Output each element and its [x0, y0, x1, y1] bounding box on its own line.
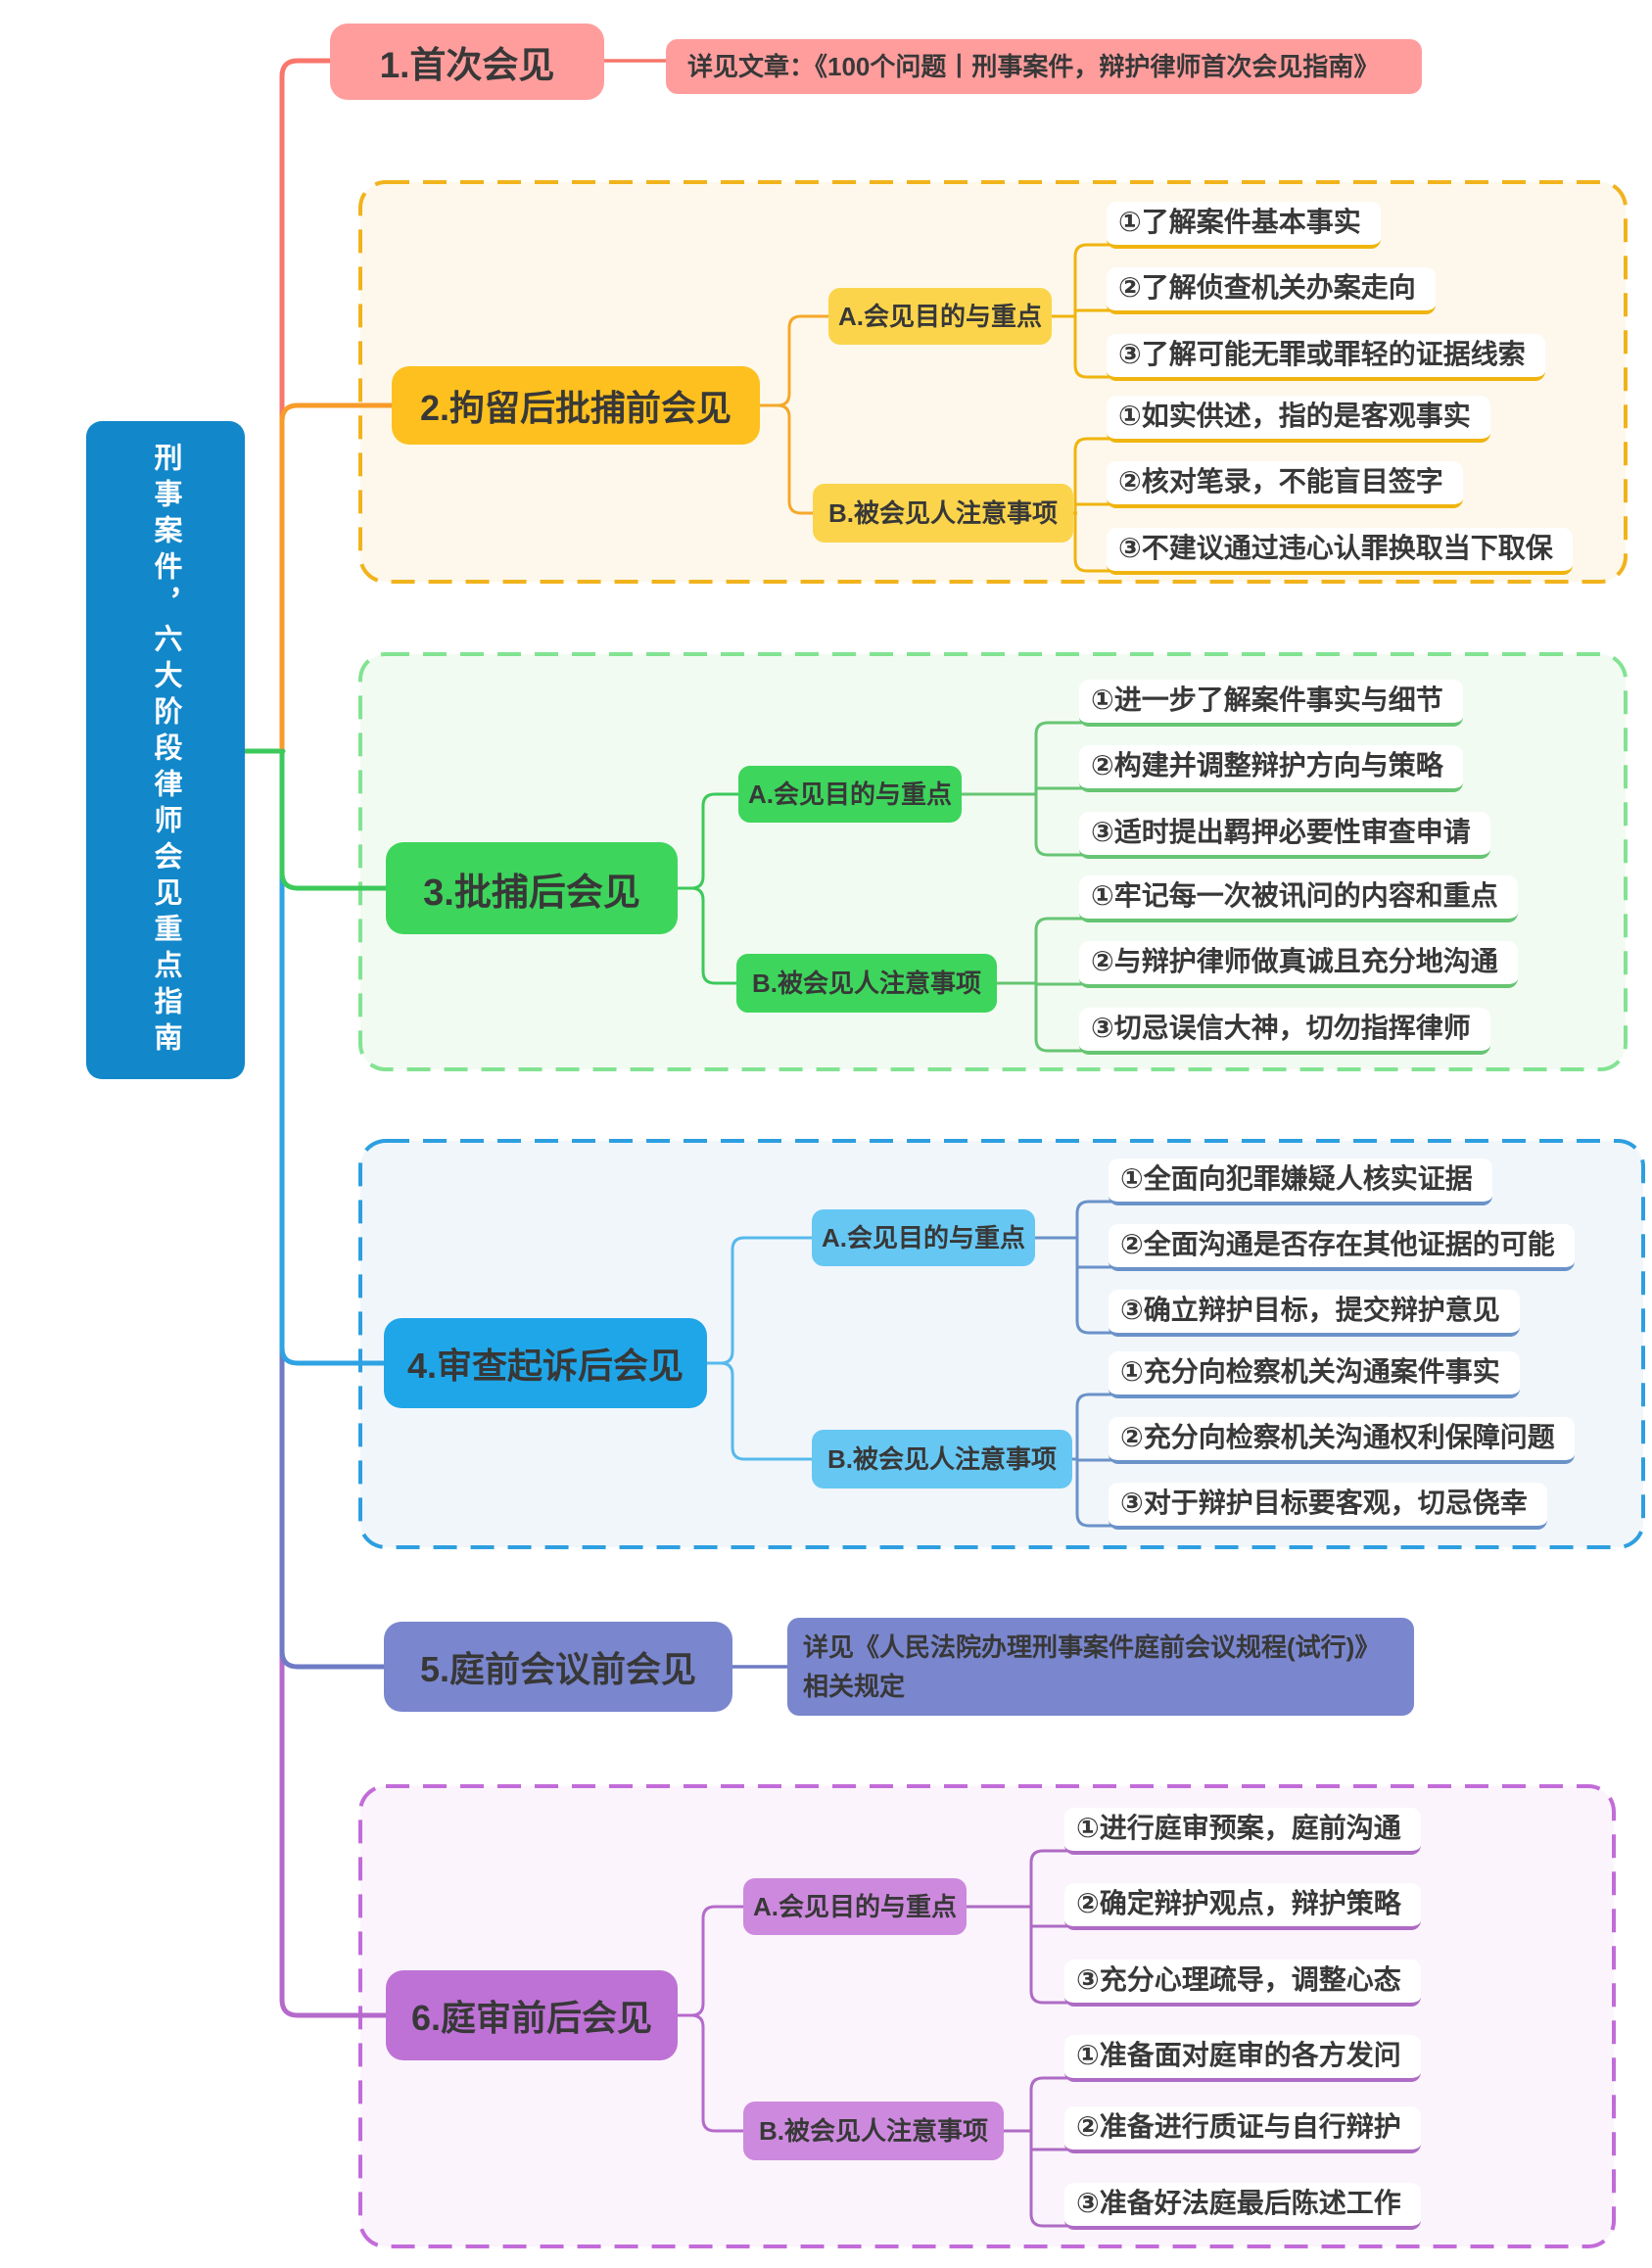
leaf-item[interactable]: ①了解案件基本事实 [1107, 202, 1381, 249]
connectors-branch6-leaves [967, 1849, 1070, 2228]
leaf-item[interactable]: ③准备好法庭最后陈述工作 [1064, 2183, 1421, 2230]
section-branch4-notes[interactable]: B.被会见人注意事项 [812, 1430, 1072, 1488]
leaf-item[interactable]: ②充分向检察机关沟通权利保障问题 [1109, 1417, 1575, 1464]
note-pretrial-conference[interactable]: 详见《人民法院办理刑事案件庭前会议规程(试行)》相关规定 [787, 1618, 1414, 1716]
connectors-branch2-leaves [1052, 243, 1112, 573]
branch-node-post-indictment-meeting[interactable]: 4.审查起诉后会见 [384, 1318, 707, 1408]
section-branch6-purpose[interactable]: A.会见目的与重点 [743, 1878, 967, 1935]
connectors-branch3-leaves [962, 721, 1085, 1053]
connectors-branch4-sections [707, 1236, 812, 1461]
note-first-meeting[interactable]: 详见文章：《100个问题丨刑事案件，辩护律师首次会见指南》 [666, 39, 1422, 94]
leaf-item[interactable]: ②确定辩护观点，辩护策略 [1064, 1883, 1421, 1930]
connectors-branch6-sections [678, 1905, 743, 2133]
leaf-item[interactable]: ②了解侦查机关办案走向 [1107, 267, 1436, 314]
leaf-item[interactable]: ①进行庭审预案，庭前沟通 [1064, 1808, 1421, 1855]
connectors-branch2-sections [760, 314, 828, 515]
leaf-item[interactable]: ③适时提出羁押必要性审查申请 [1079, 812, 1490, 859]
leaf-item[interactable]: ①准备面对庭审的各方发问 [1064, 2035, 1421, 2082]
leaf-item[interactable]: ③对于辩护目标要客观，切忌侥幸 [1109, 1483, 1547, 1530]
leaf-item[interactable]: ③了解可能无罪或罪轻的证据线索 [1107, 334, 1545, 381]
trunk-connectors [242, 58, 397, 2018]
leaf-item[interactable]: ③切忌误信大神，切勿指挥律师 [1079, 1008, 1490, 1055]
connectors-branch4-leaves [1035, 1200, 1114, 1528]
leaf-item[interactable]: ③不建议通过违心认罪换取当下取保 [1107, 528, 1573, 575]
section-branch3-purpose[interactable]: A.会见目的与重点 [738, 766, 962, 823]
section-branch3-notes[interactable]: B.被会见人注意事项 [736, 954, 997, 1013]
leaf-item[interactable]: ③充分心理疏导，调整心态 [1064, 1960, 1421, 2007]
leaf-item[interactable]: ①充分向检察机关沟通案件事实 [1109, 1351, 1520, 1398]
branch-node-first-meeting[interactable]: 1.首次会见 [330, 24, 604, 100]
leaf-item[interactable]: ②构建并调整辩护方向与策略 [1079, 745, 1463, 792]
leaf-item[interactable]: ③确立辩护目标，提交辩护意见 [1109, 1290, 1520, 1337]
leaf-item[interactable]: ②与辩护律师做真诚且充分地沟通 [1079, 941, 1518, 988]
root-topic[interactable]: 刑事案件，六大阶段律师会见重点指南 [86, 421, 245, 1079]
connectors-branch3-sections [678, 792, 738, 985]
leaf-item[interactable]: ①牢记每一次被讯问的内容和重点 [1079, 875, 1518, 922]
leaf-item[interactable]: ①全面向犯罪嫌疑人核实证据 [1109, 1158, 1492, 1205]
branch-node-pre-arrest-meeting[interactable]: 2.拘留后批捕前会见 [392, 366, 760, 445]
leaf-item[interactable]: ②准备进行质证与自行辩护 [1064, 2106, 1421, 2153]
leaf-item[interactable]: ①进一步了解案件事实与细节 [1079, 680, 1463, 727]
leaf-item[interactable]: ②全面沟通是否存在其他证据的可能 [1109, 1224, 1575, 1271]
section-branch6-notes[interactable]: B.被会见人注意事项 [743, 2102, 1004, 2160]
branch-node-post-arrest-meeting[interactable]: 3.批捕后会见 [386, 842, 678, 934]
section-branch2-notes[interactable]: B.被会见人注意事项 [813, 484, 1073, 543]
section-branch4-purpose[interactable]: A.会见目的与重点 [812, 1209, 1035, 1266]
leaf-item[interactable]: ②核对笔录，不能盲目签字 [1107, 461, 1463, 508]
leaf-item[interactable]: ①如实供述，指的是客观事实 [1107, 396, 1490, 443]
branch-node-pretrial-conference-meeting[interactable]: 5.庭前会议前会见 [384, 1622, 732, 1712]
section-branch2-purpose[interactable]: A.会见目的与重点 [828, 288, 1052, 345]
branch-node-trial-meeting[interactable]: 6.庭审前后会见 [386, 1970, 678, 2060]
